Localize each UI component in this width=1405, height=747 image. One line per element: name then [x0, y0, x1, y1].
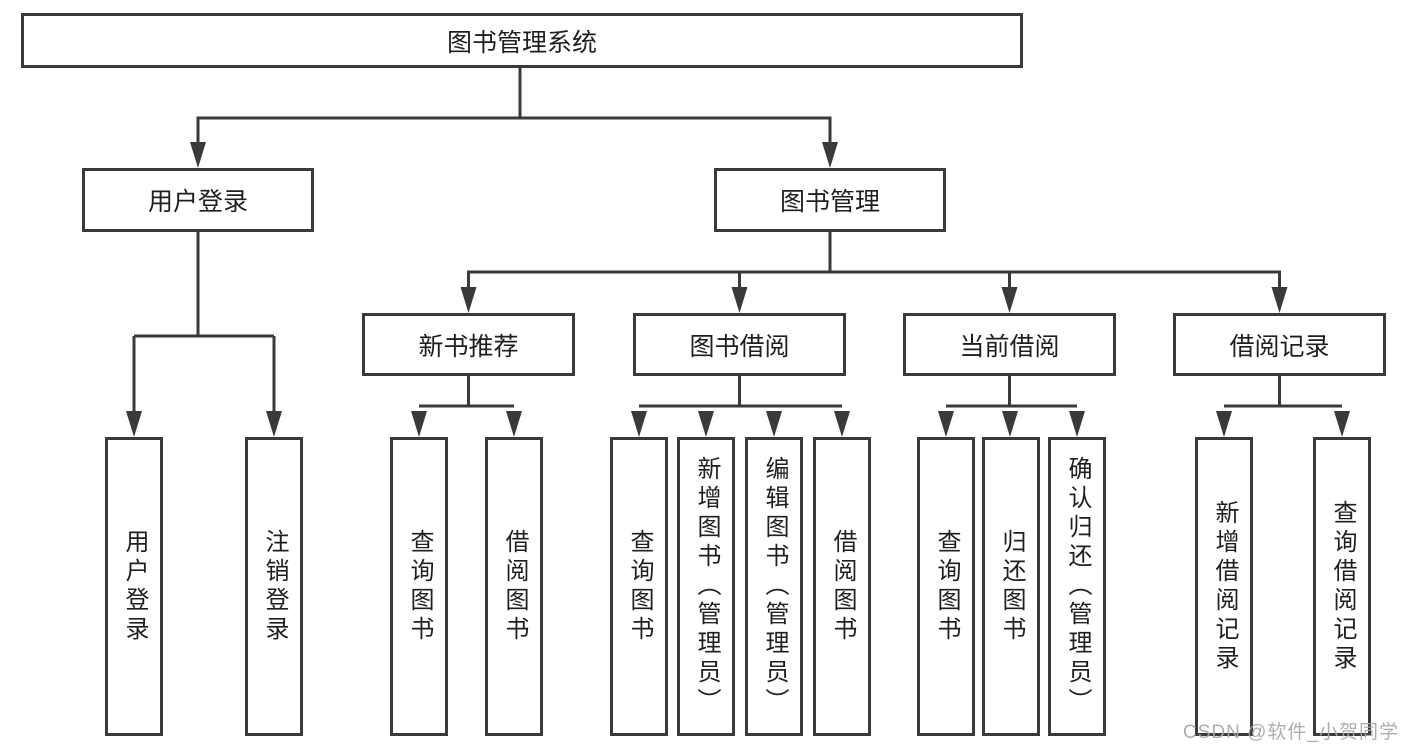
leaf-recommend-query-book: 查询图书: [390, 437, 448, 736]
node-user-login: 用户登录: [82, 168, 314, 232]
leaf-current-confirm-return-admin: 确认归还（管理员）: [1048, 437, 1106, 736]
leaf-borrow-query-book: 查询图书: [610, 437, 668, 736]
node-current-borrow: 当前借阅: [903, 313, 1116, 376]
leaf-borrow-add-book-admin: 新增图书（管理员）: [677, 437, 735, 736]
leaf-borrow-edit-book-admin: 编辑图书（管理员）: [745, 437, 803, 736]
node-book-borrow: 图书借阅: [633, 313, 846, 376]
arrowheads: [126, 118, 1350, 437]
node-new-book-recommend: 新书推荐: [362, 313, 575, 376]
node-borrow-record: 借阅记录: [1173, 313, 1386, 376]
leaf-user-login: 用户登录: [105, 437, 163, 736]
leaf-record-query-record: 查询借阅记录: [1313, 437, 1371, 736]
leaf-record-add-record: 新增借阅记录: [1195, 437, 1253, 736]
leaf-logout: 注销登录: [245, 437, 303, 736]
watermark: CSDN @软件_小贺同学: [1183, 722, 1399, 743]
node-root: 图书管理系统: [21, 13, 1023, 68]
leaf-recommend-borrow-book: 借阅图书: [485, 437, 543, 736]
leaf-current-query-book: 查询图书: [917, 437, 975, 736]
node-book-management: 图书管理: [714, 168, 946, 232]
leaf-current-return-book: 归还图书: [982, 437, 1040, 736]
leaf-borrow-borrow-book: 借阅图书: [813, 437, 871, 736]
